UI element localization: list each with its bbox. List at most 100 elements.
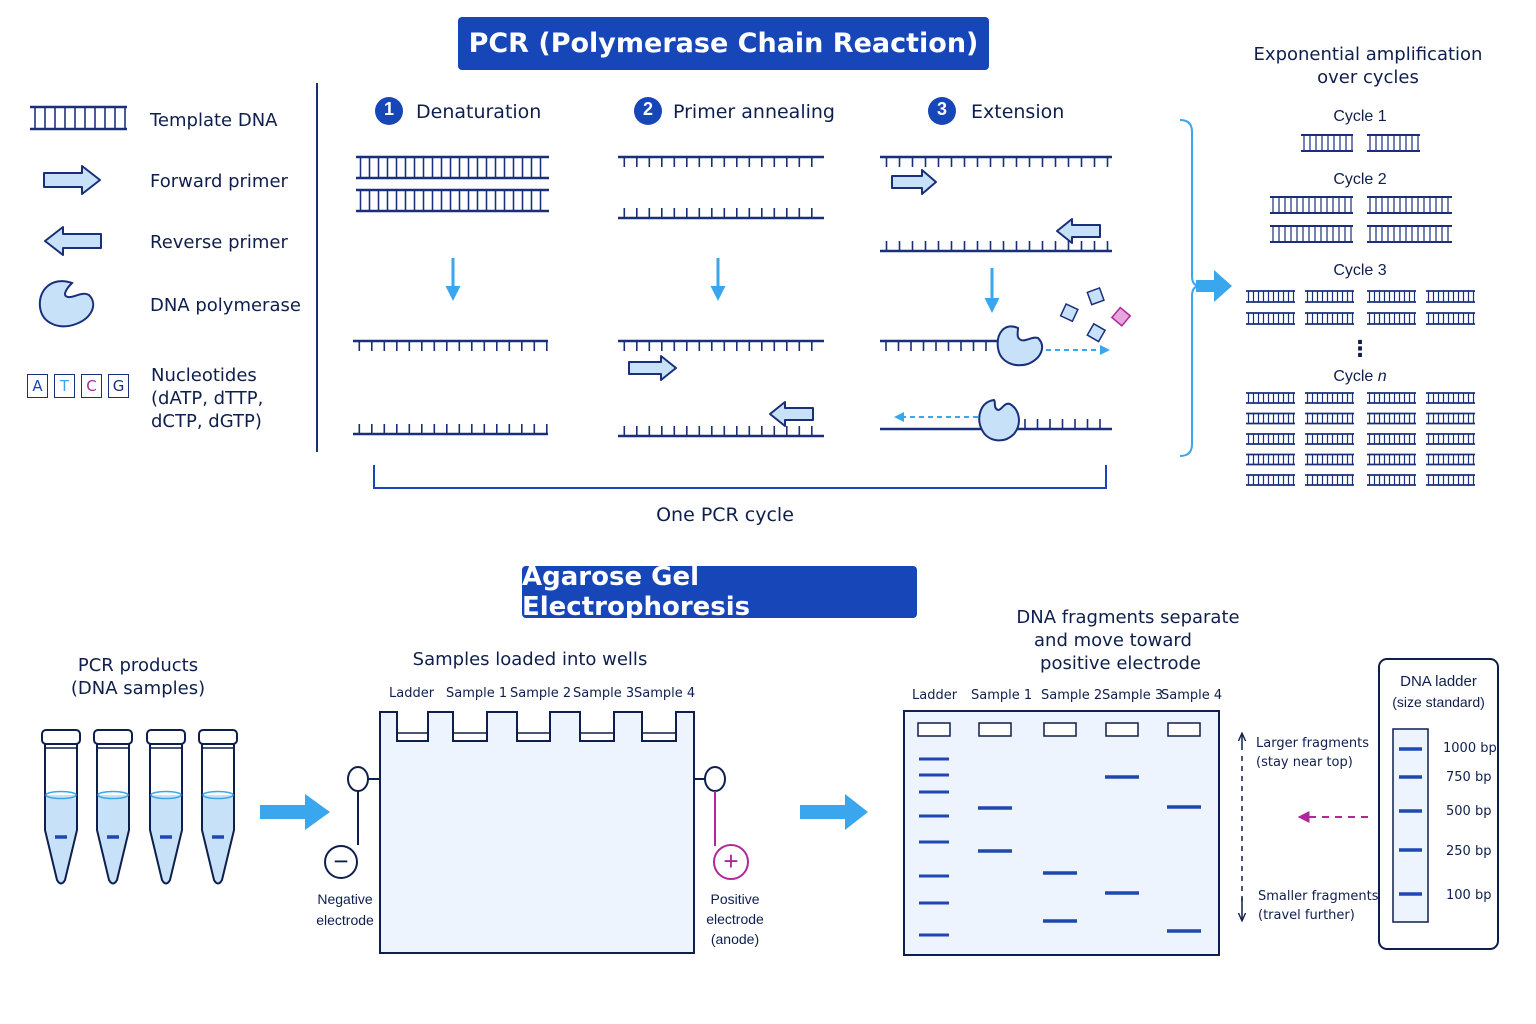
single-strand-dna [880, 155, 1112, 167]
ladder-lane [1392, 728, 1429, 923]
dna-polymerase-icon [38, 280, 95, 328]
forward-primer-icon [43, 165, 101, 195]
step-1-label: Denaturation [416, 101, 542, 123]
legend-nucleotides-list-1: (dATP, dTTP, [151, 388, 264, 409]
template-dna-duplex [356, 188, 549, 213]
dna-copy [1367, 312, 1416, 325]
dna-copy [1367, 433, 1416, 445]
positive-electrode [694, 766, 749, 880]
cycle-n-variable: n [1377, 368, 1387, 385]
larger-fragments-line-1: Larger fragments [1256, 736, 1369, 751]
separate-line-1: DNA fragments separate [1016, 607, 1240, 628]
run-lane-sample-1: Sample 1 [971, 688, 1033, 703]
dna-copy [1367, 196, 1452, 214]
ellipsis-icon: ⋮ [1349, 336, 1371, 361]
dna-copy [1426, 453, 1475, 466]
cycle-2-label: Cycle 2 [1333, 171, 1387, 188]
one-pcr-cycle-label: One PCR cycle [656, 504, 794, 526]
dna-copy [1426, 392, 1475, 404]
dna-copy [1367, 134, 1420, 152]
samples-loaded-title: Samples loaded into wells [412, 649, 648, 670]
pcr-strands [353, 155, 1112, 438]
dna-copy [1426, 290, 1475, 303]
dna-copy [1426, 312, 1475, 325]
ladder-size-250: 250 bp [1446, 844, 1492, 859]
single-strand-dna [880, 241, 1112, 253]
dna-copy [1301, 134, 1353, 152]
run-lane-sample-3: Sample 3 [1102, 688, 1164, 703]
pcr-title: PCR (Polymerase Chain Reaction) [458, 17, 989, 70]
legend-forward-primer-label: Forward primer [150, 171, 288, 192]
negative-electrode-line-2: electrode [316, 912, 374, 928]
larger-fragments-line-2: (stay near top) [1256, 755, 1353, 770]
dna-copy [1246, 453, 1295, 466]
separate-line-3: positive electrode [1040, 653, 1201, 674]
reverse-primer-icon [1056, 218, 1101, 244]
plus-icon: + [723, 846, 739, 876]
ladder-title-line-1: DNA ladder [1400, 673, 1477, 690]
separate-line-2: and move toward [1034, 630, 1192, 651]
dna-copy [1246, 290, 1295, 303]
dna-copy [1246, 392, 1295, 404]
legend-dna-polymerase-label: DNA polymerase [150, 295, 301, 316]
step-2-label: Primer annealing [673, 101, 835, 123]
forward-primer-icon [628, 355, 677, 381]
dna-polymerase-icon [996, 325, 1044, 367]
cycle-1-label: Cycle 1 [1333, 108, 1387, 125]
dna-copy [1246, 312, 1295, 325]
dna-copy [1246, 433, 1295, 445]
dna-copy [1367, 453, 1416, 466]
cycle-bracket [373, 465, 1107, 489]
gel-well [1043, 722, 1077, 737]
pcr-tube-icon [41, 729, 81, 885]
cycle-n-prefix: Cycle [1333, 368, 1374, 385]
nucleotide-base-a-icon: A [27, 374, 48, 398]
step-3-number: 3 [936, 99, 947, 119]
step-3-label: Extension [971, 101, 1065, 123]
right-arrow-icon [800, 794, 868, 830]
dna-copy [1367, 225, 1452, 243]
nucleotide-base-g-icon: G [108, 374, 129, 398]
single-strand-dna [618, 426, 824, 438]
dna-copy [1367, 474, 1416, 486]
single-strand-dna [618, 339, 824, 351]
smaller-fragments-line-2: (travel further) [1258, 908, 1355, 923]
step-1-badge [375, 97, 403, 125]
free-nucleotide-icon [1059, 287, 1132, 343]
forward-primer-icon [891, 169, 937, 195]
dna-copy [1305, 474, 1354, 486]
running-gel [903, 710, 1220, 956]
negative-electrode [324, 766, 380, 879]
loading-lane-sample-4: Sample 4 [634, 686, 696, 701]
negative-electrode-line-1: Negative [317, 891, 373, 907]
dna-copy [1246, 412, 1295, 425]
pcr-tube-icon [93, 729, 133, 885]
pcr-products-line-1: PCR products [77, 655, 199, 676]
amplification-title-line-2: over cycles [1317, 67, 1419, 89]
dna-copy [1426, 474, 1475, 486]
dna-copy [1426, 433, 1475, 445]
dna-copy [1305, 392, 1354, 404]
loading-lane-ladder: Ladder [389, 686, 435, 701]
cycle-n-label: Cycle n [1310, 368, 1410, 386]
gel-well [1105, 722, 1139, 737]
ladder-size-100: 100 bp [1446, 888, 1492, 903]
pcr-tube-icon [146, 729, 186, 885]
nucleotide-base-c-icon: C [81, 374, 102, 398]
dna-polymerase-icon [978, 398, 1020, 442]
legend-nucleotides-label: Nucleotides [151, 365, 257, 386]
dna-copy [1426, 412, 1475, 425]
single-strand-dna [618, 155, 824, 167]
gel-well [1167, 722, 1201, 737]
amplification-title-line-1: Exponential amplification [1253, 44, 1483, 65]
run-lane-sample-4: Sample 4 [1161, 688, 1223, 703]
single-strand-dna [353, 339, 548, 351]
template-dna-duplex [356, 155, 549, 180]
dna-copy [1305, 453, 1354, 466]
ladder-size-750: 750 bp [1446, 770, 1492, 785]
nucleotide-base-t-icon: T [54, 374, 75, 398]
smaller-fragments-line-1: Smaller fragments [1258, 889, 1379, 904]
gel-bands [917, 722, 1201, 937]
dna-copy [1305, 312, 1354, 325]
